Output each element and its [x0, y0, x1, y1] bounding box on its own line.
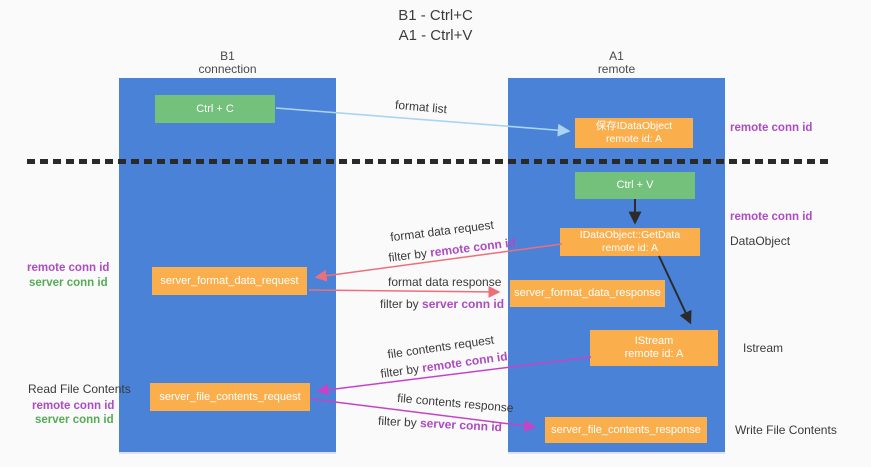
right-mid-remote-conn-id: remote conn id: [730, 211, 813, 223]
right-column-subtitle: remote: [597, 62, 636, 76]
node-server-format-data-response: server_format_data_response: [510, 280, 665, 307]
dataobject-label: DataObject: [730, 234, 791, 248]
node-istream-line2: remote id: A: [624, 348, 684, 360]
node-server-file-contents-response: server_file_contents_response: [545, 417, 707, 443]
filter-by-text: filter by: [377, 413, 421, 430]
phase-separator-dashed-line: [27, 159, 830, 164]
node-idataobject-getdata: IDataObject::GetData remote id: A: [560, 228, 700, 256]
title-line-1: B1 - Ctrl+C: [398, 7, 473, 24]
title-line-2: A1 - Ctrl+V: [398, 27, 473, 44]
remote-conn-id-text: remote conn id: [429, 235, 517, 260]
diagram-title: B1 - Ctrl+C A1 - Ctrl+V: [0, 6, 871, 46]
left-format-remote-conn-id: remote conn id: [27, 262, 110, 274]
node-getdata-line2: remote id: A: [601, 242, 659, 254]
node-server-format-data-request: server_format_data_request: [152, 267, 307, 295]
node-ctrl-v: Ctrl + V: [575, 172, 695, 199]
left-file-remote-conn-id: remote conn id: [32, 400, 115, 412]
format-data-response-arrow: [308, 285, 501, 298]
node-save-idataobject: 保存IDataObject remote id: A: [575, 118, 693, 148]
node-server-file-contents-request-label: server_file_contents_request: [159, 390, 301, 403]
node-ctrl-c-label: Ctrl + C: [196, 102, 234, 115]
server-conn-id-text: server conn id: [422, 297, 505, 311]
node-server-format-data-response-label: server_format_data_response: [514, 287, 661, 299]
file-contents-response-filter-label: filter by server conn id: [378, 414, 503, 434]
right-column-header: A1 remote: [508, 50, 725, 76]
filter-by-text: filter by: [380, 297, 423, 311]
node-save-idataobject-line2: remote id: A: [605, 133, 663, 145]
file-contents-response-label: file contents response: [396, 390, 515, 416]
filter-by-text: filter by: [379, 361, 424, 381]
left-file-server-conn-id: server conn id: [35, 414, 114, 426]
left-column-header: B1 connection: [119, 50, 336, 76]
node-server-format-data-request-label: server_format_data_request: [160, 274, 299, 287]
node-istream: IStream remote id: A: [590, 330, 718, 366]
node-server-file-contents-request: server_file_contents_request: [150, 383, 310, 411]
write-file-contents-label: Write File Contents: [735, 423, 837, 437]
filter-by-text: filter by: [387, 245, 432, 265]
left-column-subtitle: connection: [198, 62, 257, 76]
node-istream-line1: IStream: [634, 335, 674, 347]
left-column-name: B1: [220, 49, 235, 63]
left-format-server-conn-id: server conn id: [29, 277, 108, 289]
right-column-name: A1: [609, 49, 624, 63]
format-data-response-filter-label: filter by server conn id: [380, 297, 504, 311]
node-ctrl-v-label: Ctrl + V: [616, 179, 654, 191]
node-getdata-line1: IDataObject::GetData: [579, 229, 681, 241]
node-save-idataobject-line1: 保存IDataObject: [595, 120, 673, 132]
format-data-response-label: format data response: [388, 275, 502, 289]
read-file-contents-label: Read File Contents: [28, 382, 131, 396]
right-top-remote-conn-id: remote conn id: [730, 122, 813, 134]
node-server-file-contents-response-label: server_file_contents_response: [551, 423, 701, 436]
istream-label: Istream: [743, 341, 784, 355]
format-list-label: format list: [394, 97, 448, 117]
server-conn-id-text: server conn id: [419, 415, 503, 435]
node-ctrl-c: Ctrl + C: [155, 95, 275, 123]
